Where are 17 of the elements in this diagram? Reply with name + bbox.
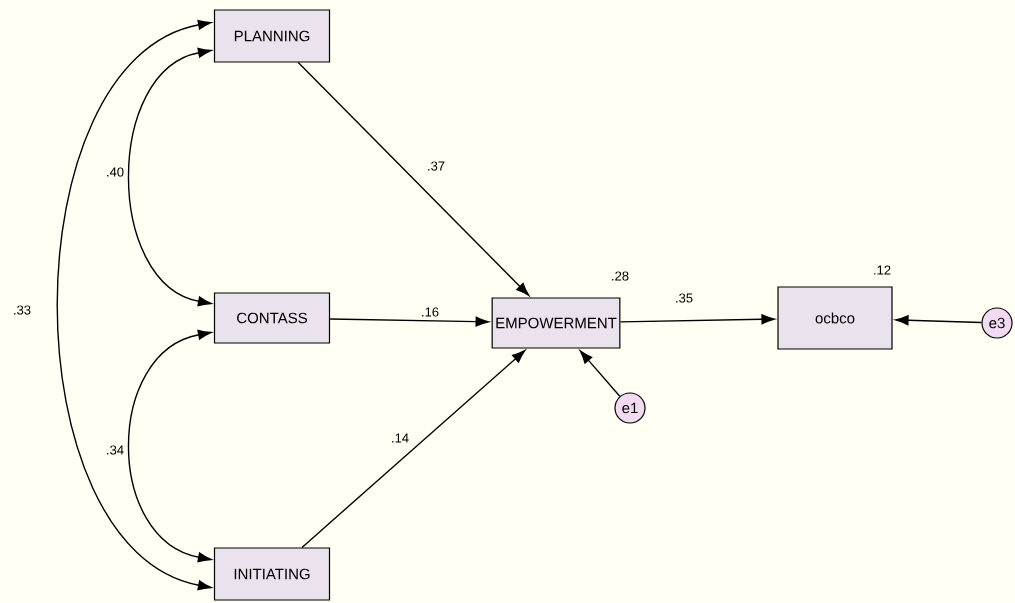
path-arrow bbox=[329, 316, 490, 327]
covariance-arrow bbox=[127, 329, 212, 563]
coefficient-label: .28 bbox=[612, 271, 629, 281]
covariance-arrow bbox=[56, 19, 212, 591]
path-arrow bbox=[619, 314, 775, 325]
coefficient-label: .12 bbox=[874, 265, 891, 275]
path-arrow bbox=[579, 350, 621, 397]
variable-box: EMPOWERMENT bbox=[491, 297, 621, 349]
path-arrow bbox=[895, 315, 983, 326]
variable-box: PLANNING bbox=[213, 9, 331, 63]
path-arrow bbox=[301, 350, 526, 549]
variable-box: CONTASS bbox=[213, 292, 331, 344]
edge-label: .14 bbox=[389, 432, 411, 444]
path-arrow bbox=[297, 61, 530, 296]
variable-box: ocbco bbox=[777, 286, 893, 350]
covariance-arrow bbox=[127, 47, 212, 307]
variable-box: INITIATING bbox=[213, 547, 331, 601]
